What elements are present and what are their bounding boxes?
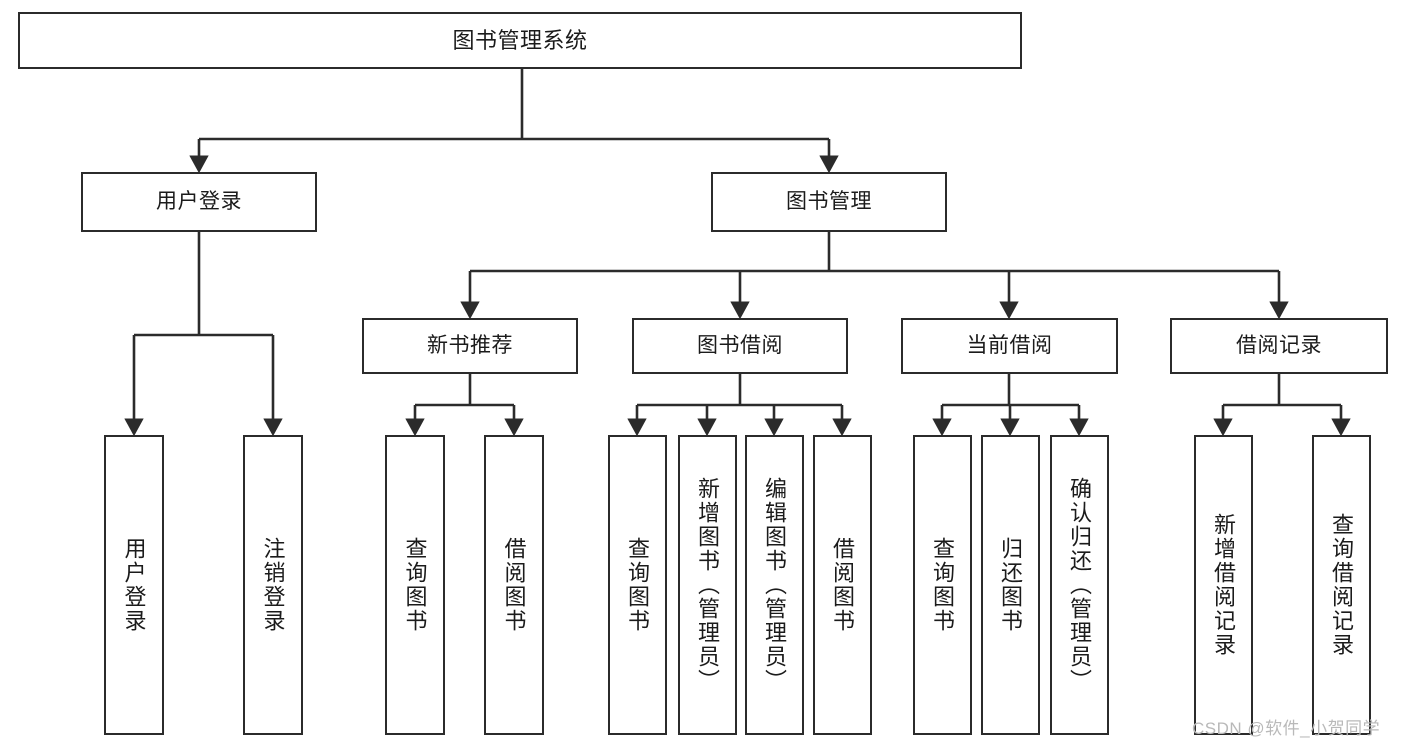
- leaf-query-books-recommend-label: 查询图书: [402, 537, 428, 633]
- leaf-return-book-label: 归还图书: [998, 537, 1024, 633]
- leaf-query-borrow-record-label: 查询借阅记录: [1329, 513, 1355, 657]
- leaf-confirm-return-admin-label: 确认归还（管理员）: [1067, 477, 1093, 693]
- node-user-login[interactable]: 用户登录: [81, 172, 317, 232]
- leaf-add-borrow-record[interactable]: 新增借阅记录: [1194, 435, 1253, 735]
- node-current-borrow-label: 当前借阅: [966, 333, 1053, 357]
- leaf-user-login-label: 用户登录: [121, 537, 147, 633]
- leaf-borrow-books-recommend[interactable]: 借阅图书: [484, 435, 544, 735]
- node-borrow-records-label: 借阅记录: [1236, 333, 1322, 357]
- node-current-borrow[interactable]: 当前借阅: [901, 318, 1118, 374]
- leaf-logout-label: 注销登录: [260, 537, 286, 633]
- leaf-add-book-admin-label: 新增图书（管理员）: [695, 477, 721, 693]
- node-book-management[interactable]: 图书管理: [711, 172, 947, 232]
- node-user-login-label: 用户登录: [156, 189, 242, 213]
- leaf-edit-book-admin-label: 编辑图书（管理员）: [762, 477, 788, 693]
- leaf-query-books-recommend[interactable]: 查询图书: [385, 435, 445, 735]
- node-book-borrow-label: 图书借阅: [697, 333, 783, 357]
- leaf-borrow-books-recommend-label: 借阅图书: [501, 537, 527, 633]
- leaf-edit-book-admin[interactable]: 编辑图书（管理员）: [745, 435, 804, 735]
- leaf-query-books-current[interactable]: 查询图书: [913, 435, 972, 735]
- leaf-query-borrow-record[interactable]: 查询借阅记录: [1312, 435, 1371, 735]
- leaf-user-login[interactable]: 用户登录: [104, 435, 164, 735]
- leaf-query-books-current-label: 查询图书: [930, 537, 956, 633]
- leaf-add-borrow-record-label: 新增借阅记录: [1211, 513, 1237, 657]
- leaf-logout[interactable]: 注销登录: [243, 435, 303, 735]
- leaf-query-books-borrow[interactable]: 查询图书: [608, 435, 667, 735]
- leaf-confirm-return-admin[interactable]: 确认归还（管理员）: [1050, 435, 1109, 735]
- node-borrow-records[interactable]: 借阅记录: [1170, 318, 1388, 374]
- leaf-query-books-borrow-label: 查询图书: [625, 537, 651, 633]
- node-book-management-label: 图书管理: [786, 189, 872, 213]
- leaf-borrow-book-label: 借阅图书: [830, 537, 856, 633]
- node-root-label: 图书管理系统: [452, 27, 588, 53]
- watermark: CSDN @软件_小贺同学: [1192, 719, 1381, 738]
- node-book-borrow[interactable]: 图书借阅: [632, 318, 848, 374]
- node-root[interactable]: 图书管理系统: [18, 12, 1022, 69]
- leaf-add-book-admin[interactable]: 新增图书（管理员）: [678, 435, 737, 735]
- leaf-borrow-book[interactable]: 借阅图书: [813, 435, 872, 735]
- leaf-return-book[interactable]: 归还图书: [981, 435, 1040, 735]
- node-new-book-recommend-label: 新书推荐: [427, 333, 513, 357]
- node-new-book-recommend[interactable]: 新书推荐: [362, 318, 578, 374]
